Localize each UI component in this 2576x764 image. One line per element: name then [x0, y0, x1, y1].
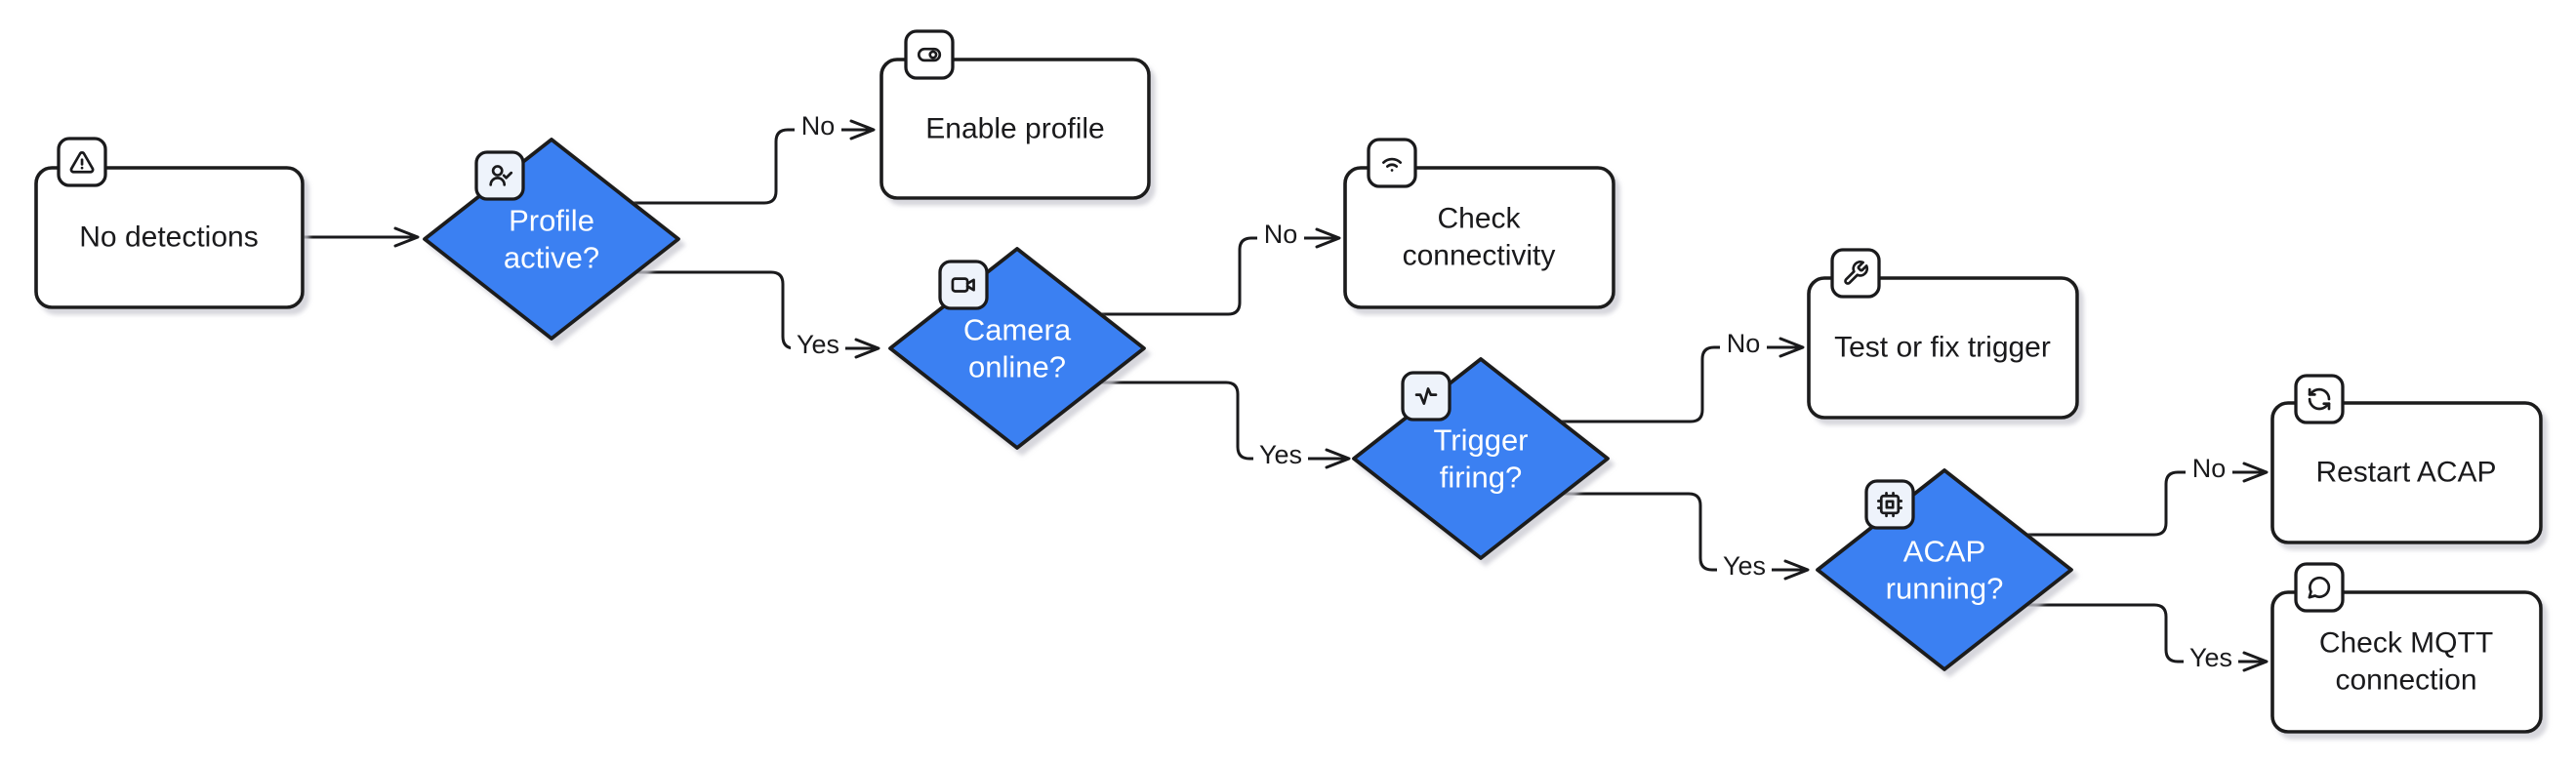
- edge-label-text: No: [801, 111, 836, 141]
- edge-camera-online-yes: [1099, 381, 1351, 469]
- edge-label-bg: [1253, 442, 1308, 475]
- edge-trigger-firing-no: [1559, 337, 1805, 423]
- edge-trigger-firing-yes: [1563, 492, 1810, 581]
- node-camera-online: Camera online?: [888, 247, 1146, 450]
- node-label: No detections: [79, 221, 258, 254]
- edges: [301, 119, 2269, 672]
- node-shape: [2270, 590, 2543, 734]
- edge-label-no-2: No: [1257, 220, 1304, 255]
- toggle-switch-icon: [917, 47, 942, 62]
- node-profile-active: Profile active?: [423, 138, 680, 341]
- badge: [1864, 479, 1915, 530]
- edge-label-no-4: No: [2186, 454, 2232, 489]
- edge-label-text: Yes: [797, 330, 839, 359]
- refresh-arrows-icon: [2308, 387, 2331, 411]
- edge-label-text: No: [2192, 454, 2227, 483]
- edge-labels: No Yes No Yes No Yes No Yes: [791, 111, 2238, 678]
- edge-label-bg: [2184, 645, 2238, 678]
- chat-bubble-icon: [2308, 576, 2331, 599]
- edge-label-yes-1: Yes: [791, 330, 845, 365]
- node-label: Profile: [509, 204, 594, 238]
- badge: [2294, 374, 2345, 424]
- edge-profile-active-no: [633, 119, 876, 205]
- node-check-mqtt: Check MQTT connection: [2270, 562, 2543, 734]
- edge-label-yes-3: Yes: [1717, 551, 1772, 586]
- edge-label-text: Yes: [1723, 551, 1766, 581]
- node-shape: [879, 58, 1151, 200]
- node-label: Check: [1437, 203, 1521, 235]
- node-label: Camera: [963, 313, 1072, 347]
- edge-label-text: No: [1727, 329, 1761, 358]
- node-shape: [2270, 401, 2543, 544]
- badge: [1367, 138, 1417, 188]
- user-check-icon: [489, 165, 513, 186]
- node-enable-profile: Enable profile: [879, 29, 1151, 200]
- edge-label-text: Yes: [2189, 643, 2232, 672]
- edge-acap-running-no: [2024, 462, 2269, 537]
- edge-label-bg: [1257, 221, 1304, 255]
- badge: [938, 260, 989, 310]
- node-label: connectivity: [1403, 240, 1556, 272]
- node-test-or-fix-trigger: Test or fix trigger: [1807, 248, 2079, 420]
- badge: [2294, 562, 2345, 613]
- node-acap-running: ACAP running?: [1816, 468, 2073, 671]
- node-restart-acap: Restart ACAP: [2270, 374, 2543, 544]
- node-label: firing?: [1440, 461, 1522, 495]
- edge-label-no-3: No: [1720, 329, 1767, 364]
- node-shape: [1816, 468, 2073, 671]
- edge-label-bg: [1720, 331, 1767, 364]
- badge: [1830, 248, 1881, 299]
- node-label: running?: [1886, 572, 2004, 606]
- edge-label-no-1: No: [795, 111, 841, 146]
- node-label: online?: [968, 350, 1066, 384]
- node-label: Test or fix trigger: [1834, 332, 2051, 364]
- edge-label-yes-4: Yes: [2184, 643, 2238, 678]
- node-shape: [34, 166, 305, 309]
- node-shape: [1807, 276, 2079, 420]
- node-label: connection: [2335, 664, 2476, 697]
- edge-camera-online-no: [1099, 227, 1341, 316]
- edge-label-bg: [2186, 456, 2232, 489]
- edge-label-text: No: [1264, 220, 1298, 249]
- node-label: active?: [504, 241, 599, 275]
- edge-label-text: Yes: [1259, 440, 1302, 469]
- node-shape: [1343, 166, 1615, 309]
- cpu-chip-icon: [1876, 491, 1903, 518]
- node-trigger-firing: Trigger firing?: [1352, 357, 1610, 560]
- edge-label-bg: [1717, 553, 1772, 586]
- node-label: Enable profile: [925, 113, 1104, 145]
- activity-pulse-icon: [1414, 387, 1438, 405]
- edge-label-bg: [791, 332, 845, 365]
- node-label: Restart ACAP: [2315, 457, 2496, 489]
- edge-label-bg: [795, 113, 841, 146]
- node-check-connectivity: Check connectivity: [1343, 138, 1615, 309]
- node-shape: [888, 247, 1146, 450]
- wifi-icon: [1382, 157, 1403, 172]
- edge-acap-running-yes: [2024, 603, 2269, 672]
- node-no-detections: No detections: [34, 137, 305, 309]
- node-shape: [1352, 357, 1610, 560]
- edge-label-yes-2: Yes: [1253, 440, 1308, 475]
- node-label: Check MQTT: [2319, 627, 2493, 660]
- node-label: Trigger: [1433, 423, 1528, 458]
- node-label: ACAP: [1903, 535, 1985, 569]
- video-camera-icon: [951, 277, 975, 293]
- wrench-icon: [1844, 261, 1869, 285]
- node-shape: [423, 138, 680, 341]
- edge-profile-active-yes: [634, 270, 880, 359]
- alert-triangle-icon: [69, 151, 95, 174]
